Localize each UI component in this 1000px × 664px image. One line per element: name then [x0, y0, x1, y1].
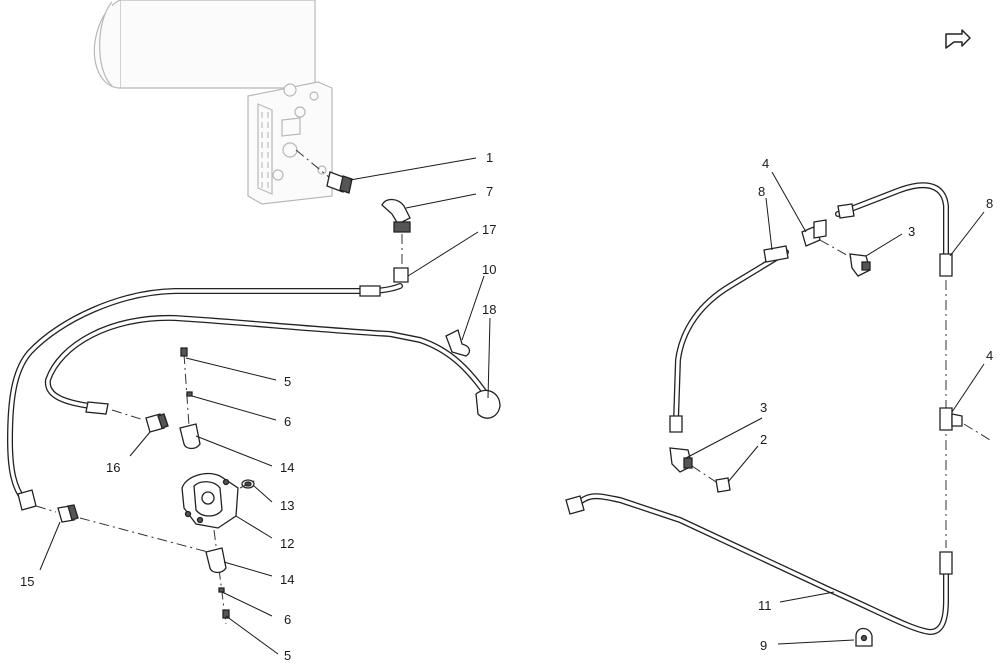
callout-6-bottom: 6 [284, 612, 291, 627]
callout-9: 9 [760, 638, 767, 653]
hose-inner-left [44, 314, 501, 419]
fitting-part-1 [326, 171, 353, 194]
callout-12: 12 [280, 536, 294, 551]
callout-4-top: 4 [762, 156, 769, 171]
centerline-15-to-pump [35, 505, 209, 553]
callout-15: 15 [20, 574, 34, 589]
tee-part-4-top [801, 219, 827, 247]
callout-numbers: 1 7 17 10 18 5 6 14 16 13 12 15 14 6 5 4… [20, 150, 993, 663]
clip-part-10 [445, 329, 471, 357]
leader-lines [39, 157, 985, 655]
centerline-4-to-3 [819, 239, 853, 259]
centerline-hose-to-16 [111, 409, 145, 421]
callout-1: 1 [486, 150, 493, 165]
centerline-13-to-12 [239, 479, 257, 489]
callout-10: 10 [482, 262, 496, 277]
callout-16: 16 [106, 460, 120, 475]
callout-5-top: 5 [284, 374, 291, 389]
elbow-part-3-top [849, 253, 871, 277]
washer-part-6-bottom [218, 587, 225, 593]
callout-8-right: 8 [986, 196, 993, 211]
callout-14-top: 14 [280, 460, 294, 475]
hose-right-upper [835, 182, 953, 277]
hose-right-left-loop [669, 245, 789, 433]
callout-13: 13 [280, 498, 294, 513]
callout-4-right: 4 [986, 348, 993, 363]
centerline-pump-vertical [183, 353, 227, 625]
callout-18: 18 [482, 302, 496, 317]
tee-part-4-right [939, 407, 963, 431]
callout-7: 7 [486, 184, 493, 199]
fitting-part-16 [145, 413, 169, 433]
elbow-fitting-part-7 [381, 198, 411, 233]
next-page-arrow-icon[interactable] [945, 29, 971, 49]
centerline-reservoir-to-1 [295, 149, 331, 179]
hydraulic-reservoir-ghost [93, 0, 333, 205]
callout-8-left: 8 [758, 184, 765, 199]
bolt-part-5-bottom [222, 609, 230, 619]
callout-3-lower: 3 [760, 400, 767, 415]
callout-6-top: 6 [284, 414, 291, 429]
adapter-part-17 [393, 267, 409, 283]
pump-part-12 [181, 473, 239, 529]
plug-part-2 [715, 477, 731, 493]
callout-11: 11 [758, 598, 772, 613]
bolt-part-5-top [180, 347, 188, 357]
fitting-part-15 [57, 504, 79, 523]
clamp-part-14-top [179, 423, 201, 450]
centerline-3-to-2 [691, 465, 717, 483]
clip-part-9 [855, 627, 873, 647]
clamp-part-14-bottom [205, 547, 227, 574]
callout-5-bottom: 5 [284, 648, 291, 663]
callout-2: 2 [760, 432, 767, 447]
hose-right-lower [565, 493, 953, 635]
centerline-4-right-out [963, 423, 991, 441]
callout-14-bottom: 14 [280, 572, 294, 587]
callout-3-top: 3 [908, 224, 915, 239]
washer-part-6-top [186, 391, 193, 397]
callout-17: 17 [482, 222, 496, 237]
elbow-part-3-lower [669, 447, 693, 473]
